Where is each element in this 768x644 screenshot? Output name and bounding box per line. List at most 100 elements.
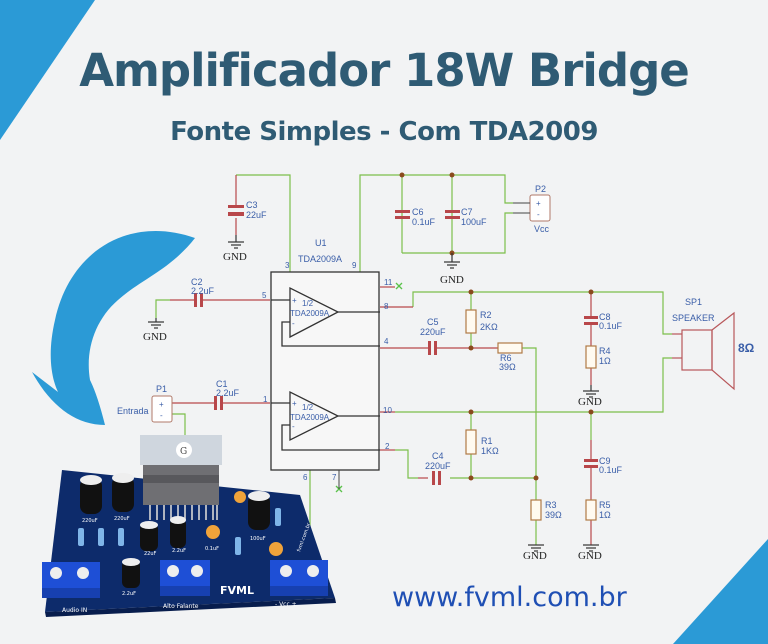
connector-p1 (151, 395, 173, 423)
r6-ref: R6 (500, 353, 512, 363)
capacitor-c2 (194, 293, 197, 307)
pcb-board-image: G 220uF 220uF 22uF 2.2uF 0.1uF (42, 435, 336, 617)
sp1-part: SPEAKER (672, 313, 715, 323)
pcb-terminal-label: Audio IN (62, 607, 87, 614)
c6-ref: C6 (412, 207, 424, 217)
ground-icon (583, 385, 599, 398)
resistor-r6 (497, 342, 523, 354)
r3-value: 39Ω (545, 510, 562, 520)
ground-icon (228, 235, 244, 249)
wires (155, 174, 672, 550)
sp1-impedance: 8Ω (738, 341, 755, 355)
pin-4: 4 (384, 337, 389, 346)
pcb-cap-label: 100uF (250, 536, 266, 542)
pin-11: 11 (384, 278, 393, 287)
c4-value: 220uF (425, 461, 451, 471)
resistor-r4 (585, 345, 597, 369)
r2-value: 2KΩ (480, 322, 498, 332)
p1-plus: + (159, 400, 164, 409)
c5-ref: C5 (427, 317, 439, 327)
p2-ref: P2 (535, 184, 546, 194)
gnd-label: GND (578, 396, 602, 408)
r5-value: 1Ω (599, 510, 611, 520)
pcb-cap-label: 0.1uF (205, 546, 219, 552)
c1-value: 2.2uF (216, 388, 240, 398)
pin-1: 1 (263, 395, 268, 404)
c9-value: 0.1uF (599, 465, 623, 475)
ic-part: TDA2009A (298, 254, 342, 264)
pin-2: 2 (385, 442, 390, 451)
terminal-vcc (270, 560, 328, 596)
capacitor-c8 (584, 316, 598, 319)
opamp-top-half: 1/2 (302, 299, 314, 308)
terminal-audio-in (42, 562, 100, 598)
r4-ref: R4 (599, 346, 611, 356)
ground-icon (444, 253, 460, 269)
terminal-alto-falante (160, 560, 210, 596)
r5-ref: R5 (599, 500, 611, 510)
gnd-label: GND (523, 550, 547, 562)
opamp-bottom (289, 390, 340, 442)
c2-ref: C2 (191, 277, 203, 287)
sp1-ref: SP1 (685, 297, 702, 307)
c3-value: 22uF (246, 210, 267, 220)
pcb-cap-label: 22uF (144, 551, 157, 557)
website-link[interactable]: www.fvml.com.br (392, 582, 627, 613)
resistor-symbols (465, 309, 597, 521)
opamp-top-part: TDA2009A (290, 309, 330, 318)
pcb-terminal-label: Alto Falante (163, 603, 199, 610)
p2-label: Vcc (534, 224, 550, 234)
opamp-bottom-plus: + (292, 399, 297, 408)
pcb-terminal-label: - Vcc + (275, 601, 297, 608)
pin-10: 10 (383, 406, 392, 415)
resistor-r1 (465, 429, 477, 455)
page-title: Amplificador 18W Bridge (79, 44, 690, 97)
p2-plus: + (536, 199, 541, 208)
ic-logo-icon (176, 442, 192, 458)
corner-decoration-top-left (0, 0, 95, 140)
ground-icon (148, 318, 164, 329)
c5-value: 220uF (420, 327, 446, 337)
pcb-cap-label: 2.2uF (122, 591, 136, 597)
capacitor-c6 (395, 210, 410, 213)
c6-value: 0.1uF (412, 217, 436, 227)
opamp-bottom-half: 1/2 (302, 403, 314, 412)
component-leads (170, 175, 592, 545)
c3-ref: C3 (246, 200, 258, 210)
pcb-cap-label: 220uF (82, 518, 98, 524)
p1-minus: - (160, 411, 163, 420)
opamp-bottom-part: TDA2009A (290, 413, 330, 422)
pcb-brand: FVML (220, 584, 254, 597)
capacitor-c7 (445, 210, 460, 213)
resistor-r3 (530, 499, 542, 521)
ic-u1 (270, 271, 380, 471)
corner-decoration-bottom-right (673, 539, 768, 644)
capacitor-c3 (228, 205, 244, 208)
gnd-label: GND (223, 251, 247, 263)
opamp-top-minus: - (292, 319, 295, 328)
connector-p2 (529, 194, 551, 222)
pcb-cap-label: 2.2uF (172, 548, 186, 554)
r1-ref: R1 (481, 436, 493, 446)
ic-ref: U1 (315, 238, 327, 248)
p1-label: Entrada (117, 406, 149, 416)
pcb-cap-label: 220uF (114, 516, 130, 522)
pin-7: 7 (332, 473, 337, 482)
r6-value: 39Ω (499, 362, 516, 372)
ground-icon (528, 544, 544, 552)
resistor-r5 (585, 499, 597, 521)
gnd-label: GND (440, 274, 464, 286)
c7-value: 100uF (461, 217, 487, 227)
speaker-icon (672, 311, 735, 391)
p1-ref: P1 (156, 384, 167, 394)
r1-value: 1KΩ (481, 446, 499, 456)
opamp-top (289, 286, 340, 339)
c8-value: 0.1uF (599, 321, 623, 331)
page-subtitle: Fonte Simples - Com TDA2009 (170, 117, 598, 147)
r2-ref: R2 (480, 310, 492, 320)
pin-6: 6 (303, 473, 308, 482)
capacitor-c9 (584, 459, 598, 462)
resistor-r2 (465, 309, 477, 334)
c9-ref: C9 (599, 456, 611, 466)
